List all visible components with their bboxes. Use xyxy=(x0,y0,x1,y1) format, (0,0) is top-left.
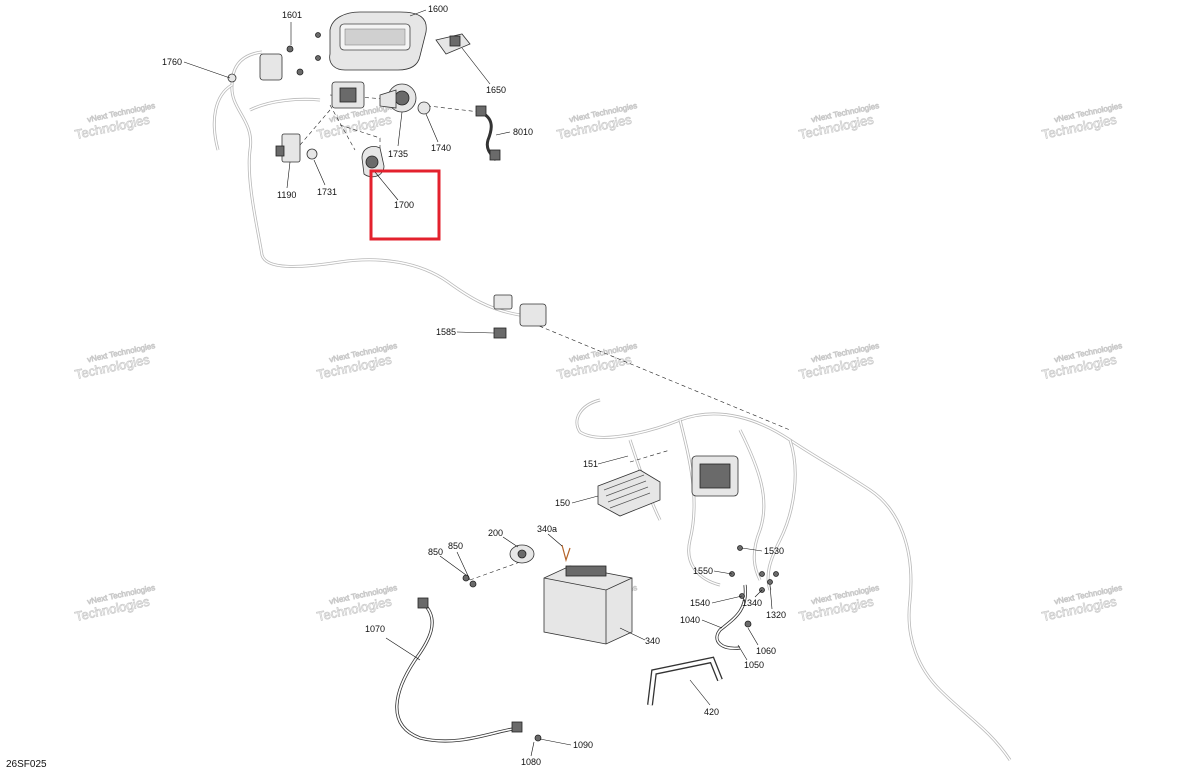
clip-1731 xyxy=(306,148,318,160)
nuts-850 xyxy=(462,574,477,588)
clip-1740 xyxy=(417,101,431,115)
callout-1760: 1760 xyxy=(162,57,182,67)
bracket-420 xyxy=(647,656,723,706)
callout-150: 150 xyxy=(555,498,570,508)
battery-340 xyxy=(543,565,633,645)
callout-420: 420 xyxy=(704,707,719,717)
connector-1760 xyxy=(227,53,283,83)
display-cluster xyxy=(329,11,427,71)
callout-1601: 1601 xyxy=(282,10,302,20)
relay-box xyxy=(331,81,365,109)
callout-1735: 1735 xyxy=(388,149,408,159)
callout-1050: 1050 xyxy=(744,660,764,670)
connector-1650 xyxy=(435,33,471,55)
callout-1340: 1340 xyxy=(742,598,762,608)
fuse-box xyxy=(691,455,739,497)
callout-1190: 1190 xyxy=(277,190,296,200)
callout-8010: 8010 xyxy=(513,127,533,137)
fuse-340a xyxy=(561,544,571,563)
callout-1650: 1650 xyxy=(486,85,506,95)
nut-1080 xyxy=(534,734,542,742)
component-1735 xyxy=(379,83,417,113)
callout-1731: 1731 xyxy=(317,187,337,197)
connector-1190 xyxy=(275,133,301,163)
callout-1550: 1550 xyxy=(693,566,713,576)
callout-1090: 1090 xyxy=(573,740,593,750)
cable-1070 xyxy=(395,597,523,743)
callout-1700: 1700 xyxy=(394,200,414,210)
leader-lines xyxy=(183,9,773,757)
callout-labels: 1601 1600 1760 1650 8010 1735 1740 1190 … xyxy=(162,4,786,767)
screw-1601 xyxy=(286,32,321,76)
main-wiring-harness xyxy=(212,50,1012,761)
callout-1600: 1600 xyxy=(428,4,448,14)
callout-1320: 1320 xyxy=(766,610,786,620)
callout-151: 151 xyxy=(583,459,598,469)
watermarks: vNext Technologies Technologies vNext Te… xyxy=(73,101,1123,625)
callout-1540: 1540 xyxy=(690,598,710,608)
highlight-box-1700 xyxy=(369,169,441,241)
callout-1070: 1070 xyxy=(365,624,385,634)
callout-850-right: 850 xyxy=(448,541,463,551)
callout-1080: 1080 xyxy=(521,757,541,767)
document-id: 26SF025 xyxy=(6,759,47,770)
callout-340a: 340a xyxy=(537,524,557,534)
callout-1040: 1040 xyxy=(680,615,700,625)
cable-1040 xyxy=(715,584,748,650)
solenoid-200 xyxy=(509,544,535,564)
callout-1530: 1530 xyxy=(764,546,784,556)
callout-850-left: 850 xyxy=(428,547,443,557)
component-1700 xyxy=(361,146,385,178)
callout-1585: 1585 xyxy=(436,327,456,337)
callout-1740: 1740 xyxy=(431,143,451,153)
callout-200: 200 xyxy=(488,528,503,538)
callout-340: 340 xyxy=(645,636,660,646)
regulator-150 xyxy=(597,469,661,517)
connector-1585-area xyxy=(493,294,547,339)
wire-8010 xyxy=(475,105,501,161)
callout-1060: 1060 xyxy=(756,646,776,656)
